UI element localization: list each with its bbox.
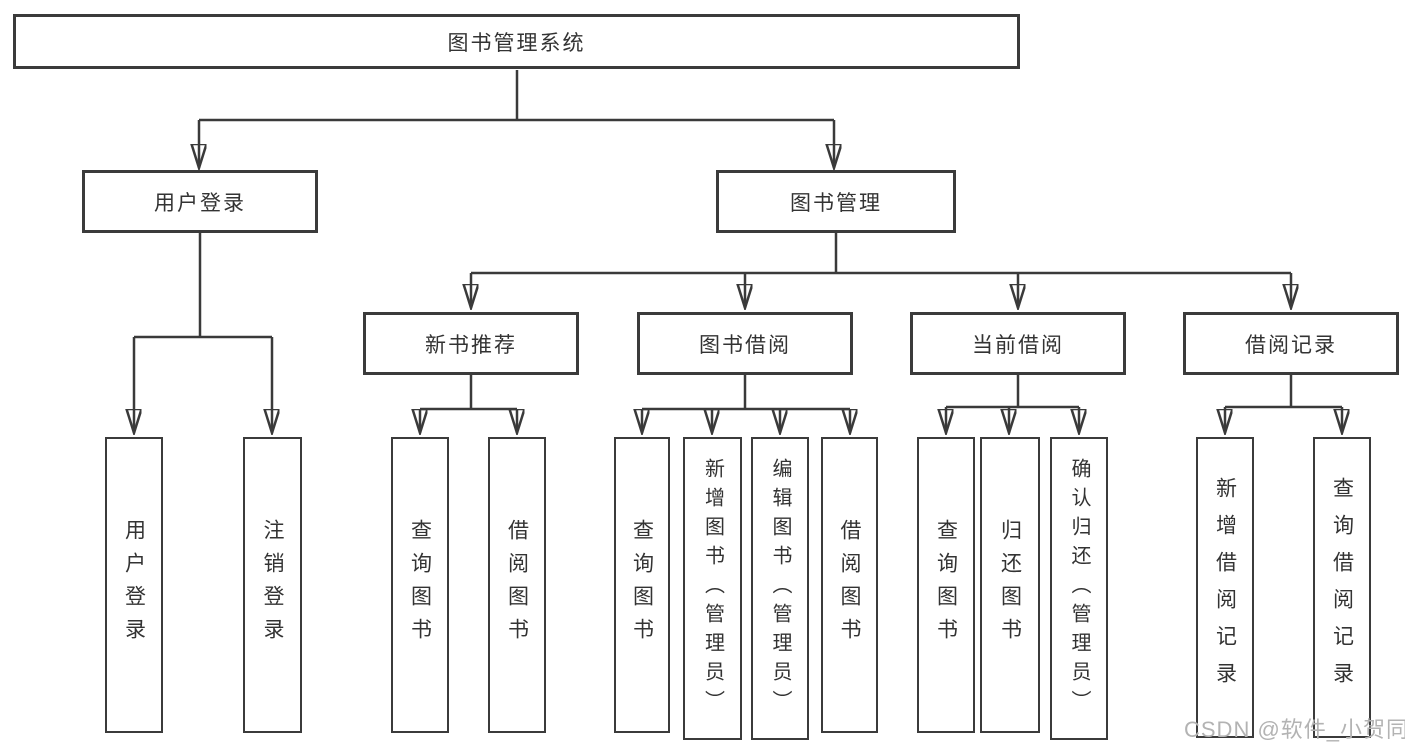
- node-logout-action: 注销登录: [243, 437, 302, 733]
- node-login-action: 用户登录: [105, 437, 163, 733]
- node-root: 图书管理系统: [13, 14, 1020, 69]
- node-book-borrowing: 图书借阅: [637, 312, 853, 375]
- node-book-management: 图书管理: [716, 170, 956, 233]
- node-borrow-book-under-recommend: 借阅图书: [488, 437, 546, 733]
- node-confirm-return-admin: 确认归还（管理员）: [1050, 437, 1108, 740]
- watermark-text: CSDN @软件_小贺同学: [1184, 717, 1405, 742]
- node-borrow-book-under-borrowing: 借阅图书: [821, 437, 878, 733]
- node-add-book-admin: 新增图书（管理员）: [683, 437, 742, 740]
- node-query-book-under-borrowing: 查询图书: [614, 437, 670, 733]
- node-current-borrowing: 当前借阅: [910, 312, 1126, 375]
- node-query-book-under-current: 查询图书: [917, 437, 975, 733]
- node-query-book-under-recommend: 查询图书: [391, 437, 449, 733]
- node-return-book: 归还图书: [980, 437, 1040, 733]
- node-add-borrow-record: 新增借阅记录: [1196, 437, 1254, 738]
- node-borrowing-records: 借阅记录: [1183, 312, 1399, 375]
- node-user-login: 用户登录: [82, 170, 318, 233]
- node-edit-book-admin: 编辑图书（管理员）: [751, 437, 809, 740]
- node-query-borrow-record: 查询借阅记录: [1313, 437, 1371, 738]
- node-new-book-recommendation: 新书推荐: [363, 312, 579, 375]
